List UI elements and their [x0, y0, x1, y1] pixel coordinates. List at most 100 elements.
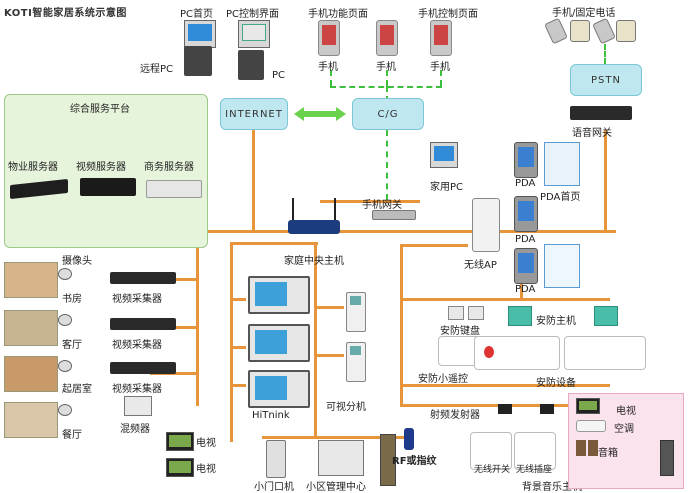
rf-card-icon — [404, 428, 414, 450]
security-trunk-line — [400, 244, 403, 404]
hitnink-row3-line — [230, 384, 246, 387]
video-phone-2 — [248, 324, 310, 362]
pda-home-screen — [544, 142, 580, 186]
appliance-ac-label: 空调 — [614, 424, 634, 435]
speaker-icon-2 — [588, 440, 598, 456]
rf-transmitter-icon-2 — [540, 404, 554, 414]
door-panel-icon — [380, 434, 396, 486]
appliance-speaker-label: 音箱 — [598, 448, 618, 459]
appliance-tv-icon — [576, 398, 600, 414]
internet-down-line — [252, 128, 255, 232]
security-device-label: 安防设备 — [536, 378, 576, 389]
voice-gateway-label: 语音网关 — [572, 128, 612, 139]
cg-cloud: C/G — [352, 98, 424, 130]
wireless-switch-panel — [470, 432, 512, 470]
tv-icon-1 — [166, 432, 194, 451]
phone2-dash — [386, 70, 388, 86]
door-unit-icon — [266, 440, 286, 478]
phone1-dash — [330, 70, 332, 86]
phone-icon-1 — [318, 20, 340, 56]
pda-icon-3 — [514, 248, 538, 284]
pc-home-label: PC首页 — [180, 9, 214, 20]
camera-icon-3 — [58, 360, 72, 372]
home-pc-label: 家用PC — [430, 182, 464, 193]
host-pc-line — [320, 200, 420, 203]
door-unit-label: 小门口机 — [254, 482, 294, 493]
platform-label: 综合服务平台 — [70, 104, 130, 115]
pc-control-monitor — [238, 20, 270, 48]
tv2-label: 电视 — [196, 464, 216, 475]
wireless-ap-label: 无线AP — [464, 260, 497, 271]
community-center-label: 小区管理中心 — [306, 482, 366, 493]
mobile-gateway-icon — [372, 210, 416, 220]
camera-label: 摄像头 — [62, 256, 92, 267]
video-extension-1 — [346, 292, 366, 332]
bidirectional-arrow-icon — [294, 106, 346, 121]
standing-speaker-icon — [660, 440, 674, 476]
business-server-icon — [146, 180, 202, 198]
ap-link-line — [400, 244, 468, 247]
video-phone-1 — [248, 276, 310, 314]
remote-pc-tower — [184, 46, 212, 76]
ext1-line — [314, 306, 344, 309]
left-trunk-line — [196, 230, 199, 406]
study-photo — [4, 262, 58, 298]
security-keypad-label: 安防键盘 — [440, 326, 480, 337]
mixer-label: 混频器 — [120, 424, 150, 435]
pda2-label: PDA — [515, 234, 536, 245]
phone2-label: 手机 — [376, 62, 396, 73]
video-ext-label: 可视分机 — [326, 402, 366, 413]
hitnink-row2-line — [230, 346, 246, 349]
pda3-label: PDA — [515, 284, 536, 295]
bedroom-photo — [4, 356, 58, 392]
wireless-switch-label: 无线开关 — [474, 465, 511, 475]
security-host-icon-2 — [594, 306, 618, 326]
pda-control-screen — [544, 244, 580, 288]
router-antenna-right — [334, 198, 336, 220]
video-phone-3 — [248, 370, 310, 408]
router-icon — [288, 220, 340, 234]
wireless-socket-panel — [514, 432, 556, 470]
security-keypad-icon — [448, 306, 464, 320]
living-photo — [4, 310, 58, 346]
pc-home-monitor — [184, 20, 216, 48]
cg-gateway-dash — [386, 130, 388, 200]
collector2-label: 视频采集器 — [112, 340, 162, 351]
phone-icon-3 — [430, 20, 452, 56]
video-extension-2 — [346, 342, 366, 382]
voice-gateway-line — [604, 130, 607, 230]
collector3-label: 视频采集器 — [112, 384, 162, 395]
internet-cloud: INTERNET — [220, 98, 288, 130]
hitnink-trunk-line — [230, 242, 233, 442]
camera-icon-1 — [58, 268, 72, 280]
diagram-title: KOTI智能家居系统示意图 — [4, 8, 127, 19]
collector-device-1 — [110, 272, 176, 284]
hitnink-row1-line — [230, 298, 246, 301]
video-server-icon — [80, 178, 136, 196]
door-trunk-line — [314, 242, 317, 438]
security-keypad-icon-2 — [468, 306, 484, 320]
video-server-label: 视频服务器 — [76, 162, 126, 173]
security-sensors-box-2 — [564, 336, 646, 370]
router-antenna-left — [292, 198, 294, 220]
security-bus-line — [400, 298, 610, 301]
cg-top-dash — [386, 86, 388, 102]
rf-transmitter-label: 射频发射器 — [430, 410, 480, 421]
rf-transmitter-icon-1 — [498, 404, 512, 414]
speaker-icon-1 — [576, 440, 586, 456]
mobile-gateway-label: 手机网关 — [362, 200, 402, 211]
business-server-label: 商务服务器 — [144, 162, 194, 173]
mobile-landline-label: 手机/固定电话 — [552, 8, 616, 19]
home-host-label: 家庭中央主机 — [284, 256, 344, 267]
collector-device-3 — [110, 362, 176, 374]
phone-control-label: 手机控制页面 — [418, 9, 478, 20]
security-host-label: 安防主机 — [536, 316, 576, 327]
pda-home-label: PDA首页 — [540, 192, 581, 203]
ext2-line — [314, 354, 344, 357]
security-host-icon-1 — [508, 306, 532, 326]
pda-icon-2 — [514, 196, 538, 232]
rf-fingerprint-label: RF或指纹 — [392, 456, 437, 467]
bedroom-label: 起居室 — [62, 384, 92, 395]
pc-tower — [238, 50, 264, 80]
landline-icon-2 — [616, 20, 636, 42]
